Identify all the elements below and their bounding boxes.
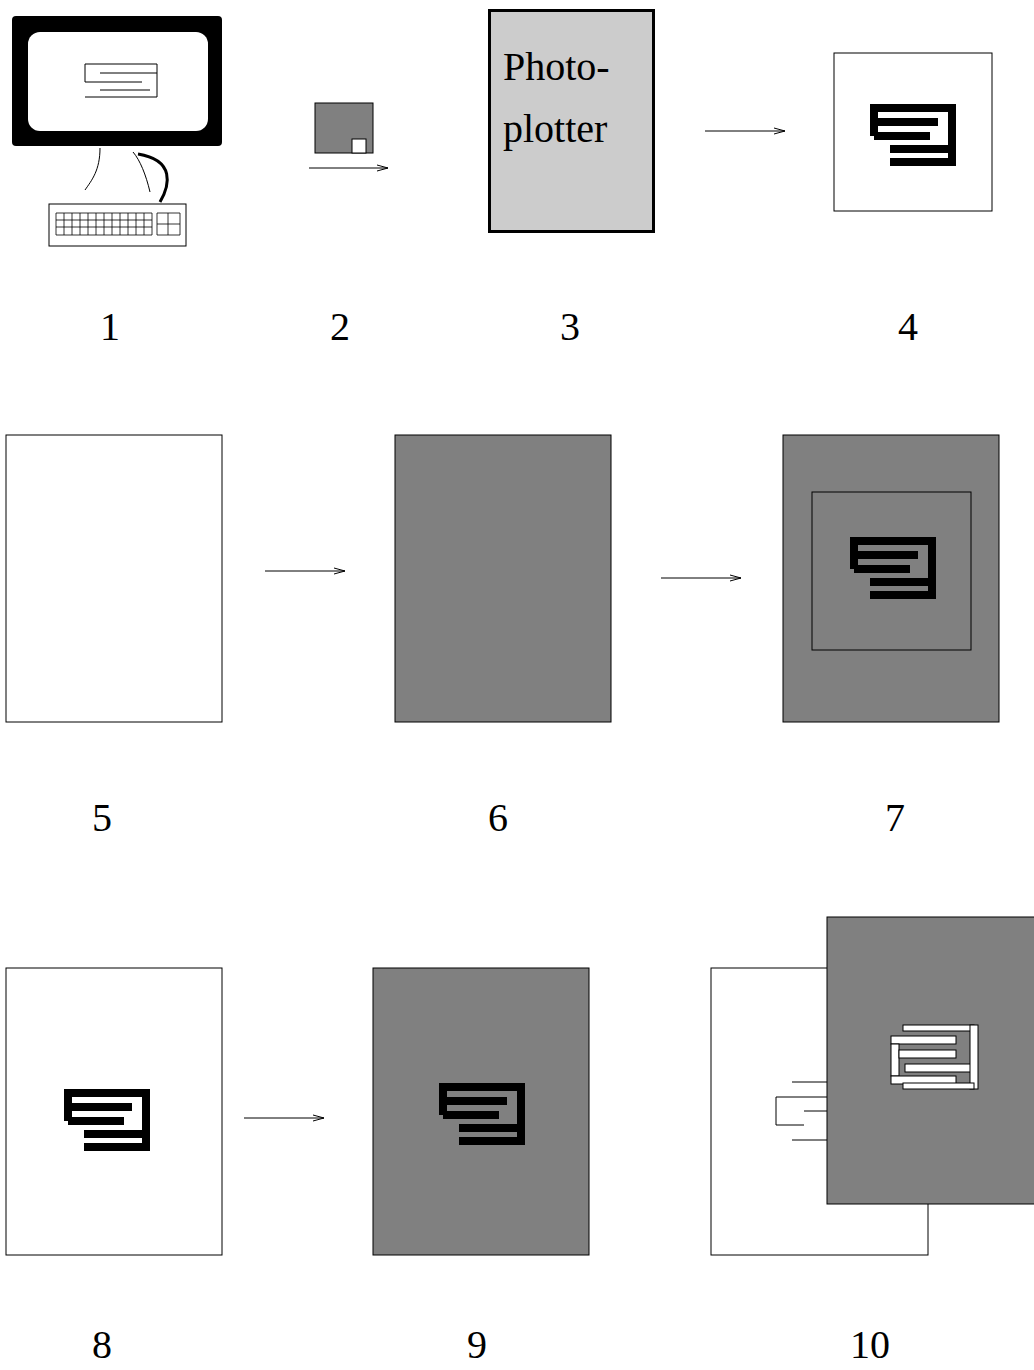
step-number: 7 bbox=[885, 798, 905, 838]
step-number: 6 bbox=[488, 798, 508, 838]
machine-label: Photo- plotter bbox=[491, 12, 652, 160]
step-number: 8 bbox=[92, 1325, 112, 1365]
step-number: 1 bbox=[100, 307, 120, 347]
machine-box: Photo- plotter bbox=[488, 9, 655, 233]
step-number: 9 bbox=[467, 1325, 487, 1365]
step-number: 3 bbox=[560, 307, 580, 347]
step-number: 5 bbox=[92, 798, 112, 838]
step-number: 2 bbox=[330, 307, 350, 347]
step-number: 4 bbox=[898, 307, 918, 347]
step-number: 10 bbox=[850, 1325, 890, 1365]
